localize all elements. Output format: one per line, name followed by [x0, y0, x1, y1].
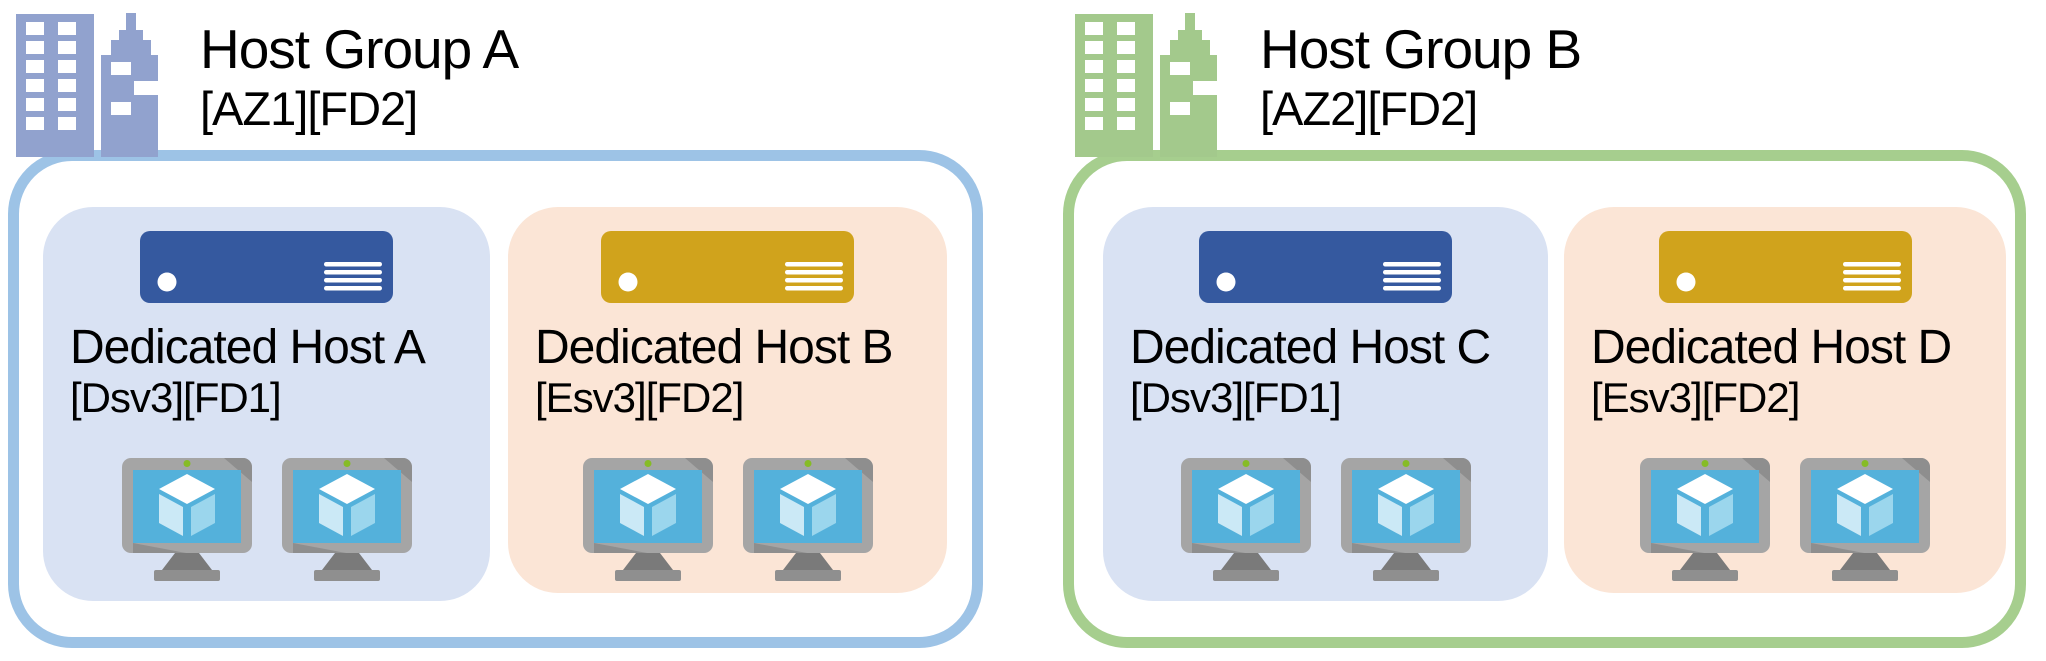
vm-row: [1564, 458, 2006, 581]
vm-row: [1103, 458, 1548, 581]
host-subtitle: [Dsv3][FD1]: [70, 374, 282, 421]
host-text: Dedicated Host B [Esv3][FD2]: [535, 323, 947, 423]
host-subtitle: [Esv3][FD2]: [535, 374, 744, 421]
server-icon: [1199, 231, 1452, 303]
vm-row: [43, 458, 490, 581]
vm-icon: [1181, 458, 1311, 581]
host-subtitle: [Esv3][FD2]: [1591, 374, 1800, 421]
vm-icon: [1341, 458, 1471, 581]
host-title: Dedicated Host D: [1591, 321, 1952, 374]
server-icon: [140, 231, 393, 303]
group-subtitle: [AZ2][FD2]: [1260, 82, 1478, 135]
group-subtitle: [AZ1][FD2]: [200, 82, 418, 135]
vm-icon: [1640, 458, 1770, 581]
group-title: Host Group B: [1260, 18, 1582, 80]
group-title: Host Group A: [200, 18, 519, 80]
host-title: Dedicated Host A: [70, 321, 426, 374]
host-text: Dedicated Host D [Esv3][FD2]: [1591, 323, 2006, 423]
group-header: Host Group B [AZ2][FD2]: [1260, 18, 1582, 138]
vm-icon: [743, 458, 873, 581]
dedicated-host-b-card: Dedicated Host B [Esv3][FD2]: [508, 207, 947, 593]
dedicated-host-c-card: Dedicated Host C [Dsv3][FD1]: [1103, 207, 1548, 601]
dedicated-host-d-card: Dedicated Host D [Esv3][FD2]: [1564, 207, 2006, 593]
vm-icon: [1800, 458, 1930, 581]
server-icon: [1659, 231, 1912, 303]
buildings-icon: [1075, 13, 1217, 157]
server-icon: [601, 231, 854, 303]
host-text: Dedicated Host A [Dsv3][FD1]: [70, 323, 490, 423]
host-text: Dedicated Host C [Dsv3][FD1]: [1130, 323, 1548, 423]
group-header: Host Group A [AZ1][FD2]: [200, 18, 519, 138]
dedicated-host-a-card: Dedicated Host A [Dsv3][FD1]: [43, 207, 490, 601]
vm-icon: [122, 458, 252, 581]
host-title: Dedicated Host B: [535, 321, 894, 374]
vm-row: [508, 458, 947, 581]
host-subtitle: [Dsv3][FD1]: [1130, 374, 1342, 421]
host-title: Dedicated Host C: [1130, 321, 1491, 374]
vm-icon: [583, 458, 713, 581]
buildings-icon: [16, 13, 158, 157]
vm-icon: [282, 458, 412, 581]
